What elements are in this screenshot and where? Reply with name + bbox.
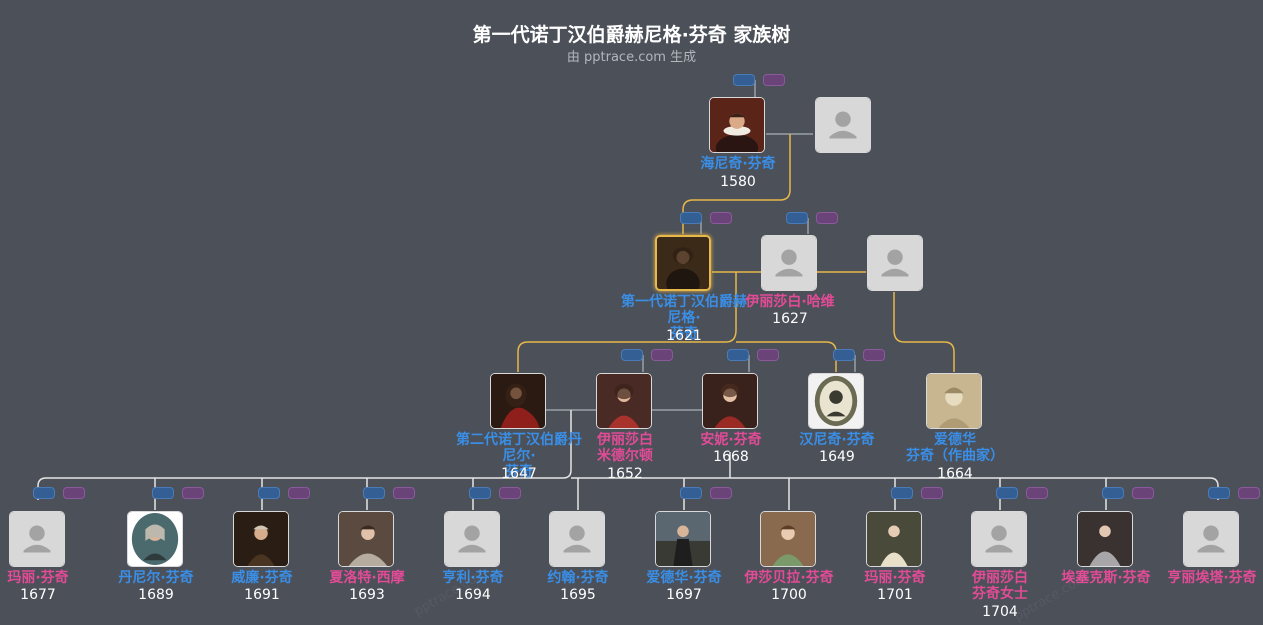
mother-toggle[interactable]: [710, 212, 732, 224]
father-toggle[interactable]: [621, 349, 643, 361]
placeholder-avatar-icon[interactable]: [444, 511, 500, 567]
mother-toggle[interactable]: [816, 212, 838, 224]
person-birth-year: 1693: [349, 587, 385, 603]
person-birth-year: 1580: [720, 174, 756, 190]
portrait-photo[interactable]: [702, 373, 758, 429]
person-birth-year: 1689: [138, 587, 174, 603]
father-toggle[interactable]: [891, 487, 913, 499]
mother-toggle[interactable]: [499, 487, 521, 499]
person-birth-year: 1627: [772, 311, 808, 327]
placeholder-avatar-icon[interactable]: [1183, 511, 1239, 567]
portrait-photo[interactable]: [926, 373, 982, 429]
placeholder-avatar-icon[interactable]: [761, 235, 817, 291]
person-birth-year: 1649: [819, 449, 855, 465]
person-birth-year: 1652: [607, 466, 643, 482]
placeholder-avatar-icon[interactable]: [9, 511, 65, 567]
mother-toggle[interactable]: [651, 349, 673, 361]
father-toggle[interactable]: [680, 212, 702, 224]
father-toggle[interactable]: [258, 487, 280, 499]
father-toggle[interactable]: [363, 487, 385, 499]
person-name: 爱德华·芬奇: [646, 570, 722, 586]
person-name: 丹尼尔·芬奇: [118, 570, 194, 586]
mother-toggle[interactable]: [710, 487, 732, 499]
portrait-photo[interactable]: [490, 373, 546, 429]
father-toggle[interactable]: [833, 349, 855, 361]
placeholder-avatar-icon[interactable]: [815, 97, 871, 153]
mother-toggle[interactable]: [182, 487, 204, 499]
person-name: 玛丽·芬奇: [864, 570, 926, 586]
person-name: 埃塞克斯·芬奇: [1061, 570, 1151, 586]
father-toggle[interactable]: [996, 487, 1018, 499]
person-name: 伊丽莎白·哈维: [745, 294, 835, 310]
person-birth-year: 1647: [501, 466, 537, 482]
person-birth-year: 1697: [666, 587, 702, 603]
portrait-photo[interactable]: [866, 511, 922, 567]
father-toggle[interactable]: [469, 487, 491, 499]
person-name: 伊丽莎白 芬奇女士: [972, 570, 1028, 602]
mother-toggle[interactable]: [921, 487, 943, 499]
father-toggle[interactable]: [1208, 487, 1230, 499]
mother-toggle[interactable]: [63, 487, 85, 499]
portrait-photo[interactable]: [655, 235, 711, 291]
page-title: 第一代诺丁汉伯爵赫尼格·芬奇 家族树: [472, 24, 791, 46]
person-name: 夏洛特·西摩: [329, 570, 405, 586]
portrait-photo[interactable]: [127, 511, 183, 567]
person-birth-year: 1704: [982, 604, 1018, 620]
person-name: 安妮·芬奇: [700, 432, 762, 448]
person-birth-year: 1677: [20, 587, 56, 603]
person-birth-year: 1664: [937, 466, 973, 482]
father-toggle[interactable]: [33, 487, 55, 499]
person-name: 爱德华 芬奇（作曲家）: [906, 432, 1004, 464]
person-name: 汉尼奇·芬奇: [799, 432, 875, 448]
father-toggle[interactable]: [786, 212, 808, 224]
father-toggle[interactable]: [152, 487, 174, 499]
mother-toggle[interactable]: [288, 487, 310, 499]
page-subtitle: 由 pptrace.com 生成: [566, 50, 697, 65]
person-birth-year: 1700: [771, 587, 807, 603]
father-toggle[interactable]: [680, 487, 702, 499]
portrait-photo[interactable]: [808, 373, 864, 429]
person-name: 伊莎贝拉·芬奇: [744, 570, 834, 586]
portrait-photo[interactable]: [655, 511, 711, 567]
mother-toggle[interactable]: [1026, 487, 1048, 499]
portrait-photo[interactable]: [338, 511, 394, 567]
person-birth-year: 1701: [877, 587, 913, 603]
person-birth-year: 1621: [666, 328, 702, 344]
person-birth-year: 1694: [455, 587, 491, 603]
portrait-photo[interactable]: [596, 373, 652, 429]
father-toggle[interactable]: [727, 349, 749, 361]
person-name: 约翰·芬奇: [547, 570, 609, 586]
person-name: 伊丽莎白 米德尔顿: [597, 432, 653, 464]
mother-toggle[interactable]: [1238, 487, 1260, 499]
portrait-photo[interactable]: [709, 97, 765, 153]
person-name: 第一代诺丁汉伯爵赫尼格· 芬奇: [621, 294, 747, 342]
mother-toggle[interactable]: [763, 74, 785, 86]
person-name: 威廉·芬奇: [231, 570, 293, 586]
portrait-photo[interactable]: [760, 511, 816, 567]
portrait-photo[interactable]: [1077, 511, 1133, 567]
person-birth-year: 1668: [713, 449, 749, 465]
father-toggle[interactable]: [1102, 487, 1124, 499]
person-birth-year: 1691: [244, 587, 280, 603]
placeholder-avatar-icon[interactable]: [867, 235, 923, 291]
mother-toggle[interactable]: [1132, 487, 1154, 499]
mother-toggle[interactable]: [757, 349, 779, 361]
person-name: 海尼奇·芬奇: [700, 156, 776, 172]
father-toggle[interactable]: [733, 74, 755, 86]
portrait-photo[interactable]: [233, 511, 289, 567]
person-name: 亨丽埃塔·芬奇: [1167, 570, 1257, 586]
mother-toggle[interactable]: [393, 487, 415, 499]
person-name: 亨利·芬奇: [442, 570, 504, 586]
person-birth-year: 1695: [560, 587, 596, 603]
placeholder-avatar-icon[interactable]: [971, 511, 1027, 567]
person-name: 第二代诺丁汉伯爵丹尼尔· 芬奇: [456, 432, 582, 480]
placeholder-avatar-icon[interactable]: [549, 511, 605, 567]
person-name: 玛丽·芬奇: [7, 570, 69, 586]
mother-toggle[interactable]: [863, 349, 885, 361]
